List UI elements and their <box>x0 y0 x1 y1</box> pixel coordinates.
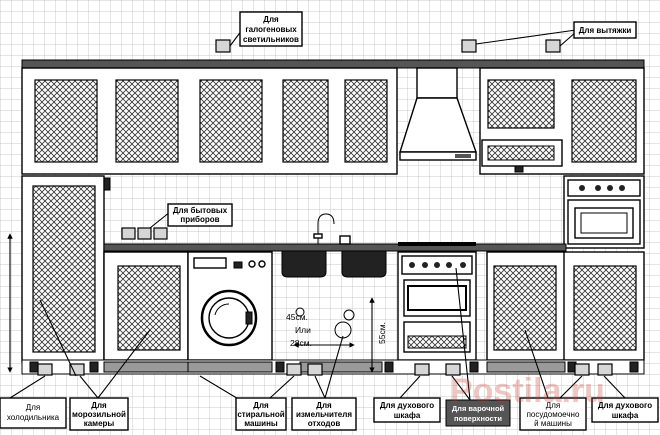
label-oven-right: Для духового шкафа <box>591 397 659 423</box>
plinth-foot-3 <box>275 361 285 373</box>
pipe-height-line-2: Или <box>295 325 311 335</box>
range-hood-icon <box>399 67 477 161</box>
cooktop-icon <box>398 242 476 275</box>
upper-door-5 <box>344 79 388 163</box>
upper-door-6 <box>487 79 555 129</box>
sink-right <box>341 250 387 278</box>
socket-icon <box>414 363 430 376</box>
svg-text:шкафа: шкафа <box>394 411 421 420</box>
pipe-height-text: 45см. Или 28см. <box>286 312 312 348</box>
svg-text:Для духового: Для духового <box>380 401 434 410</box>
label-halogen: Для галогеновых светильников <box>239 11 303 47</box>
svg-text:морозильной: морозильной <box>72 410 126 419</box>
pipe-outlet <box>295 307 305 317</box>
socket-icon <box>574 363 590 376</box>
base-cabinets <box>103 251 645 361</box>
plinth-panel-4 <box>486 361 566 373</box>
upper-door-1 <box>34 79 98 163</box>
svg-text:измельчителя: измельчителя <box>296 410 352 419</box>
plinth-foot-1 <box>29 361 39 373</box>
pipe-height-line-3: 28см. <box>290 338 312 348</box>
socket-icon <box>69 363 85 376</box>
svg-text:Для: Для <box>26 403 40 412</box>
svg-text:Для бытовых: Для бытовых <box>173 206 228 215</box>
socket-icon <box>307 363 323 376</box>
outlet-height-text: 55см. <box>377 322 387 344</box>
upper-door-4 <box>282 79 329 163</box>
plinth-panel-2 <box>187 361 273 373</box>
svg-text:посудомоечно: посудомоечно <box>527 410 580 419</box>
fridge-handle <box>103 177 111 191</box>
socket-icon <box>597 363 613 376</box>
svg-text:Для духового: Для духового <box>598 401 652 410</box>
socket-icon <box>215 39 231 53</box>
microwave-window <box>487 145 555 161</box>
disposer-outlet <box>334 321 352 339</box>
svg-text:Для: Для <box>263 15 279 24</box>
socket-icon <box>445 363 461 376</box>
pipe-height-line-1: 45см. <box>286 312 308 322</box>
svg-text:светильников: светильников <box>243 35 299 44</box>
oven-icon <box>567 179 641 245</box>
dishwasher-door <box>493 265 557 351</box>
svg-text:приборов: приборов <box>180 215 219 224</box>
svg-text:галогеновых: галогеновых <box>245 25 297 34</box>
svg-text:Для: Для <box>316 401 332 410</box>
label-freezer: Для морозильной камеры <box>69 397 129 431</box>
upper-cornice <box>21 59 645 69</box>
svg-text:Для: Для <box>253 401 269 410</box>
svg-text:шкафа: шкафа <box>612 411 639 420</box>
label-hood: Для вытяжки <box>573 21 637 39</box>
svg-text:й машины: й машины <box>534 419 572 428</box>
label-appliances: Для бытовых приборов <box>167 203 233 227</box>
plinth-panel-1 <box>103 361 189 373</box>
svg-text:Для вытяжки: Для вытяжки <box>579 26 632 35</box>
faucet-icon <box>313 213 351 245</box>
label-washer: Для стиральной машины <box>235 397 287 431</box>
svg-text:машины: машины <box>244 419 278 428</box>
svg-text:камеры: камеры <box>84 419 115 428</box>
socket-icon <box>286 363 302 376</box>
callout-leaders <box>9 29 626 401</box>
label-hob: Для варочной поверхности <box>445 399 511 427</box>
socket-icon <box>137 227 152 240</box>
socket-icon <box>545 39 561 53</box>
svg-text:Для: Для <box>546 401 560 410</box>
label-disposer: Для измельчителя отходов <box>291 397 357 431</box>
plinth-foot-4 <box>384 361 394 373</box>
svg-text:Для: Для <box>91 401 107 410</box>
freezer-door <box>117 265 181 351</box>
label-oven-center: Для духового шкафа <box>373 397 441 423</box>
svg-text:холодильника: холодильника <box>7 413 60 422</box>
upper-door-7 <box>571 79 637 163</box>
label-dishwasher: Для посудомоечно й машины <box>519 397 587 431</box>
upper-cabinets <box>21 59 645 175</box>
drain-outlet <box>343 309 355 321</box>
countertop <box>103 243 567 252</box>
sink-left <box>281 250 327 278</box>
svg-text:Для варочной: Для варочной <box>452 404 505 413</box>
label-fridge: Для холодильника <box>0 397 67 429</box>
watermark: Postila.ru <box>450 372 605 410</box>
socket-icon <box>37 363 53 376</box>
plinth-foot-5 <box>469 361 479 373</box>
microwave-handle <box>514 165 524 173</box>
socket-icon <box>121 227 136 240</box>
plinth-foot-2 <box>89 361 99 373</box>
fridge-door <box>32 185 96 353</box>
upper-door-3 <box>199 79 263 163</box>
upper-door-2 <box>115 79 179 163</box>
socket-icon <box>461 39 477 53</box>
svg-text:стиральной: стиральной <box>237 410 284 419</box>
svg-text:отходов: отходов <box>308 419 341 428</box>
washing-machine-icon <box>187 251 273 361</box>
svg-text:поверхности: поверхности <box>454 414 502 423</box>
plinth-foot-7 <box>629 361 639 373</box>
socket-icon <box>153 227 168 240</box>
oven-base-door <box>573 265 637 351</box>
sockets <box>37 39 613 376</box>
